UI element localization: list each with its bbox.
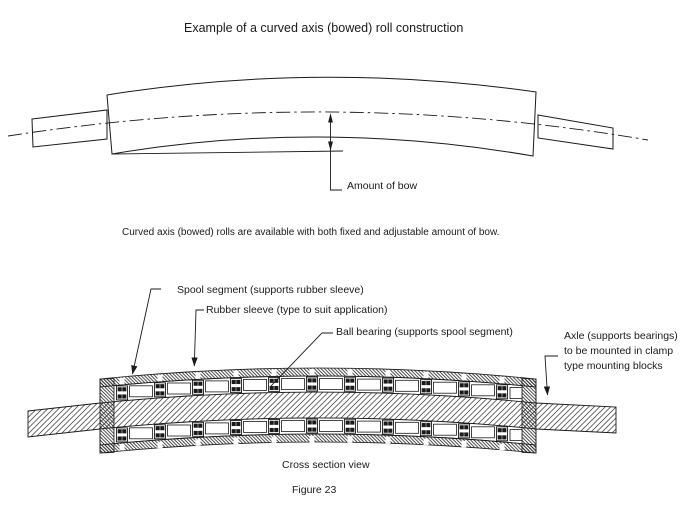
description-text: Curved axis (bowed) rolls are available … xyxy=(122,227,500,238)
cross-section-view xyxy=(27,288,617,454)
rubber-sleeve-label: Rubber sleeve (type to suit application) xyxy=(206,304,388,316)
spool-leader xyxy=(131,288,161,375)
left-shaft xyxy=(31,109,108,148)
axle-leader xyxy=(543,355,558,396)
rubber-leader xyxy=(191,309,204,367)
cross-section-caption: Cross section view xyxy=(282,459,370,471)
bow-arrowhead-up xyxy=(328,113,333,123)
axle-label: Axle (supports bearings) to be mounted i… xyxy=(564,329,678,375)
bearing-leader xyxy=(270,332,333,387)
sleeve-joints xyxy=(119,369,505,451)
top-view-bowed-roll xyxy=(7,76,649,191)
left-end-cap xyxy=(99,378,115,454)
chord-line xyxy=(111,150,344,155)
top-spool-segments xyxy=(129,378,523,400)
figure-title: Example of a curved axis (bowed) roll co… xyxy=(184,21,464,35)
spool-segment-label: Spool segment (supports rubber sleeve) xyxy=(177,284,364,296)
bow-arrowhead-down xyxy=(328,141,333,151)
figure-number: Figure 23 xyxy=(292,484,337,496)
axle-label-line-3: type mounting blocks xyxy=(564,360,663,373)
bottom-spool-segments xyxy=(129,420,523,442)
right-end-cap xyxy=(521,378,537,454)
ball-bearing-label: Ball bearing (supports spool segment) xyxy=(336,326,513,338)
centerline xyxy=(7,111,649,141)
bow-dimension-label: Amount of bow xyxy=(347,180,418,192)
roll-body xyxy=(106,76,537,157)
axle-label-line-1: Axle (supports bearings) xyxy=(564,330,678,342)
right-shaft xyxy=(537,114,614,150)
axle-label-line-2: to be mounted in clamp xyxy=(564,345,674,358)
